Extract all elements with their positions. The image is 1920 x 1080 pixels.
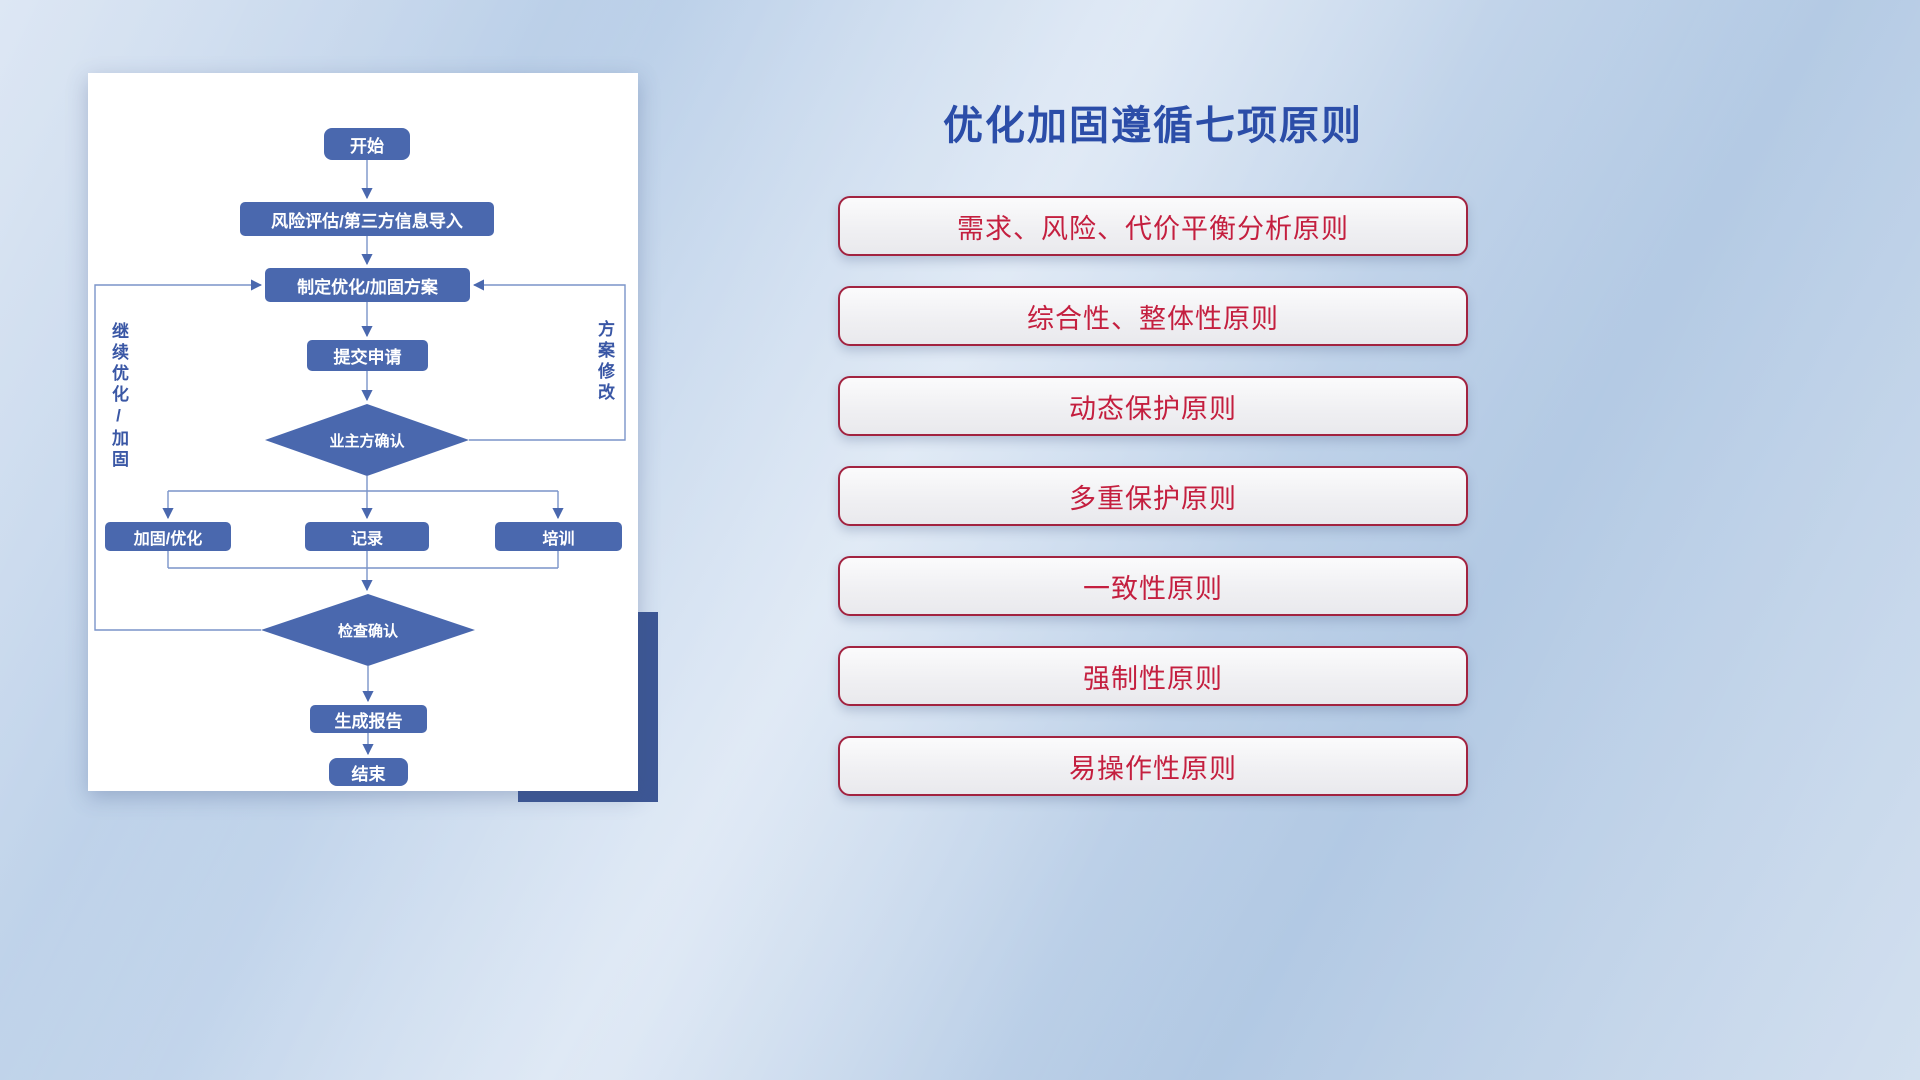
principle-item: 需求、风险、代价平衡分析原则	[838, 196, 1468, 256]
flow-node-risk-import: 风险评估/第三方信息导入	[240, 202, 494, 236]
flow-node-report: 生成报告	[310, 705, 427, 733]
flow-node-end: 结束	[329, 758, 408, 786]
flow-node-training: 培训	[495, 522, 622, 551]
page-title: 优化加固遵循七项原则	[943, 104, 1363, 148]
flow-node-reinforce: 加固/优化	[105, 522, 231, 551]
flow-node-make-plan: 制定优化/加固方案	[265, 268, 470, 302]
flowchart-connectors	[94, 160, 626, 756]
principle-item: 强制性原则	[838, 646, 1468, 706]
principles-list: 需求、风险、代价平衡分析原则 综合性、整体性原则 动态保护原则 多重保护原则 一…	[838, 196, 1468, 796]
flowchart-card: 开始 风险评估/第三方信息导入 制定优化/加固方案 提交申请 业主方确认 加固/…	[88, 73, 638, 791]
flow-node-record: 记录	[305, 522, 429, 551]
flow-node-start: 开始	[324, 128, 410, 160]
principle-item: 动态保护原则	[838, 376, 1468, 436]
principle-item: 多重保护原则	[838, 466, 1468, 526]
flow-label-modify-loop: 方案修改	[595, 320, 614, 404]
flow-label-continue-loop: 继续优化/加固	[109, 322, 128, 471]
principle-item: 易操作性原则	[838, 736, 1468, 796]
flow-node-submit: 提交申请	[307, 340, 428, 371]
principle-item: 一致性原则	[838, 556, 1468, 616]
principle-item: 综合性、整体性原则	[838, 286, 1468, 346]
